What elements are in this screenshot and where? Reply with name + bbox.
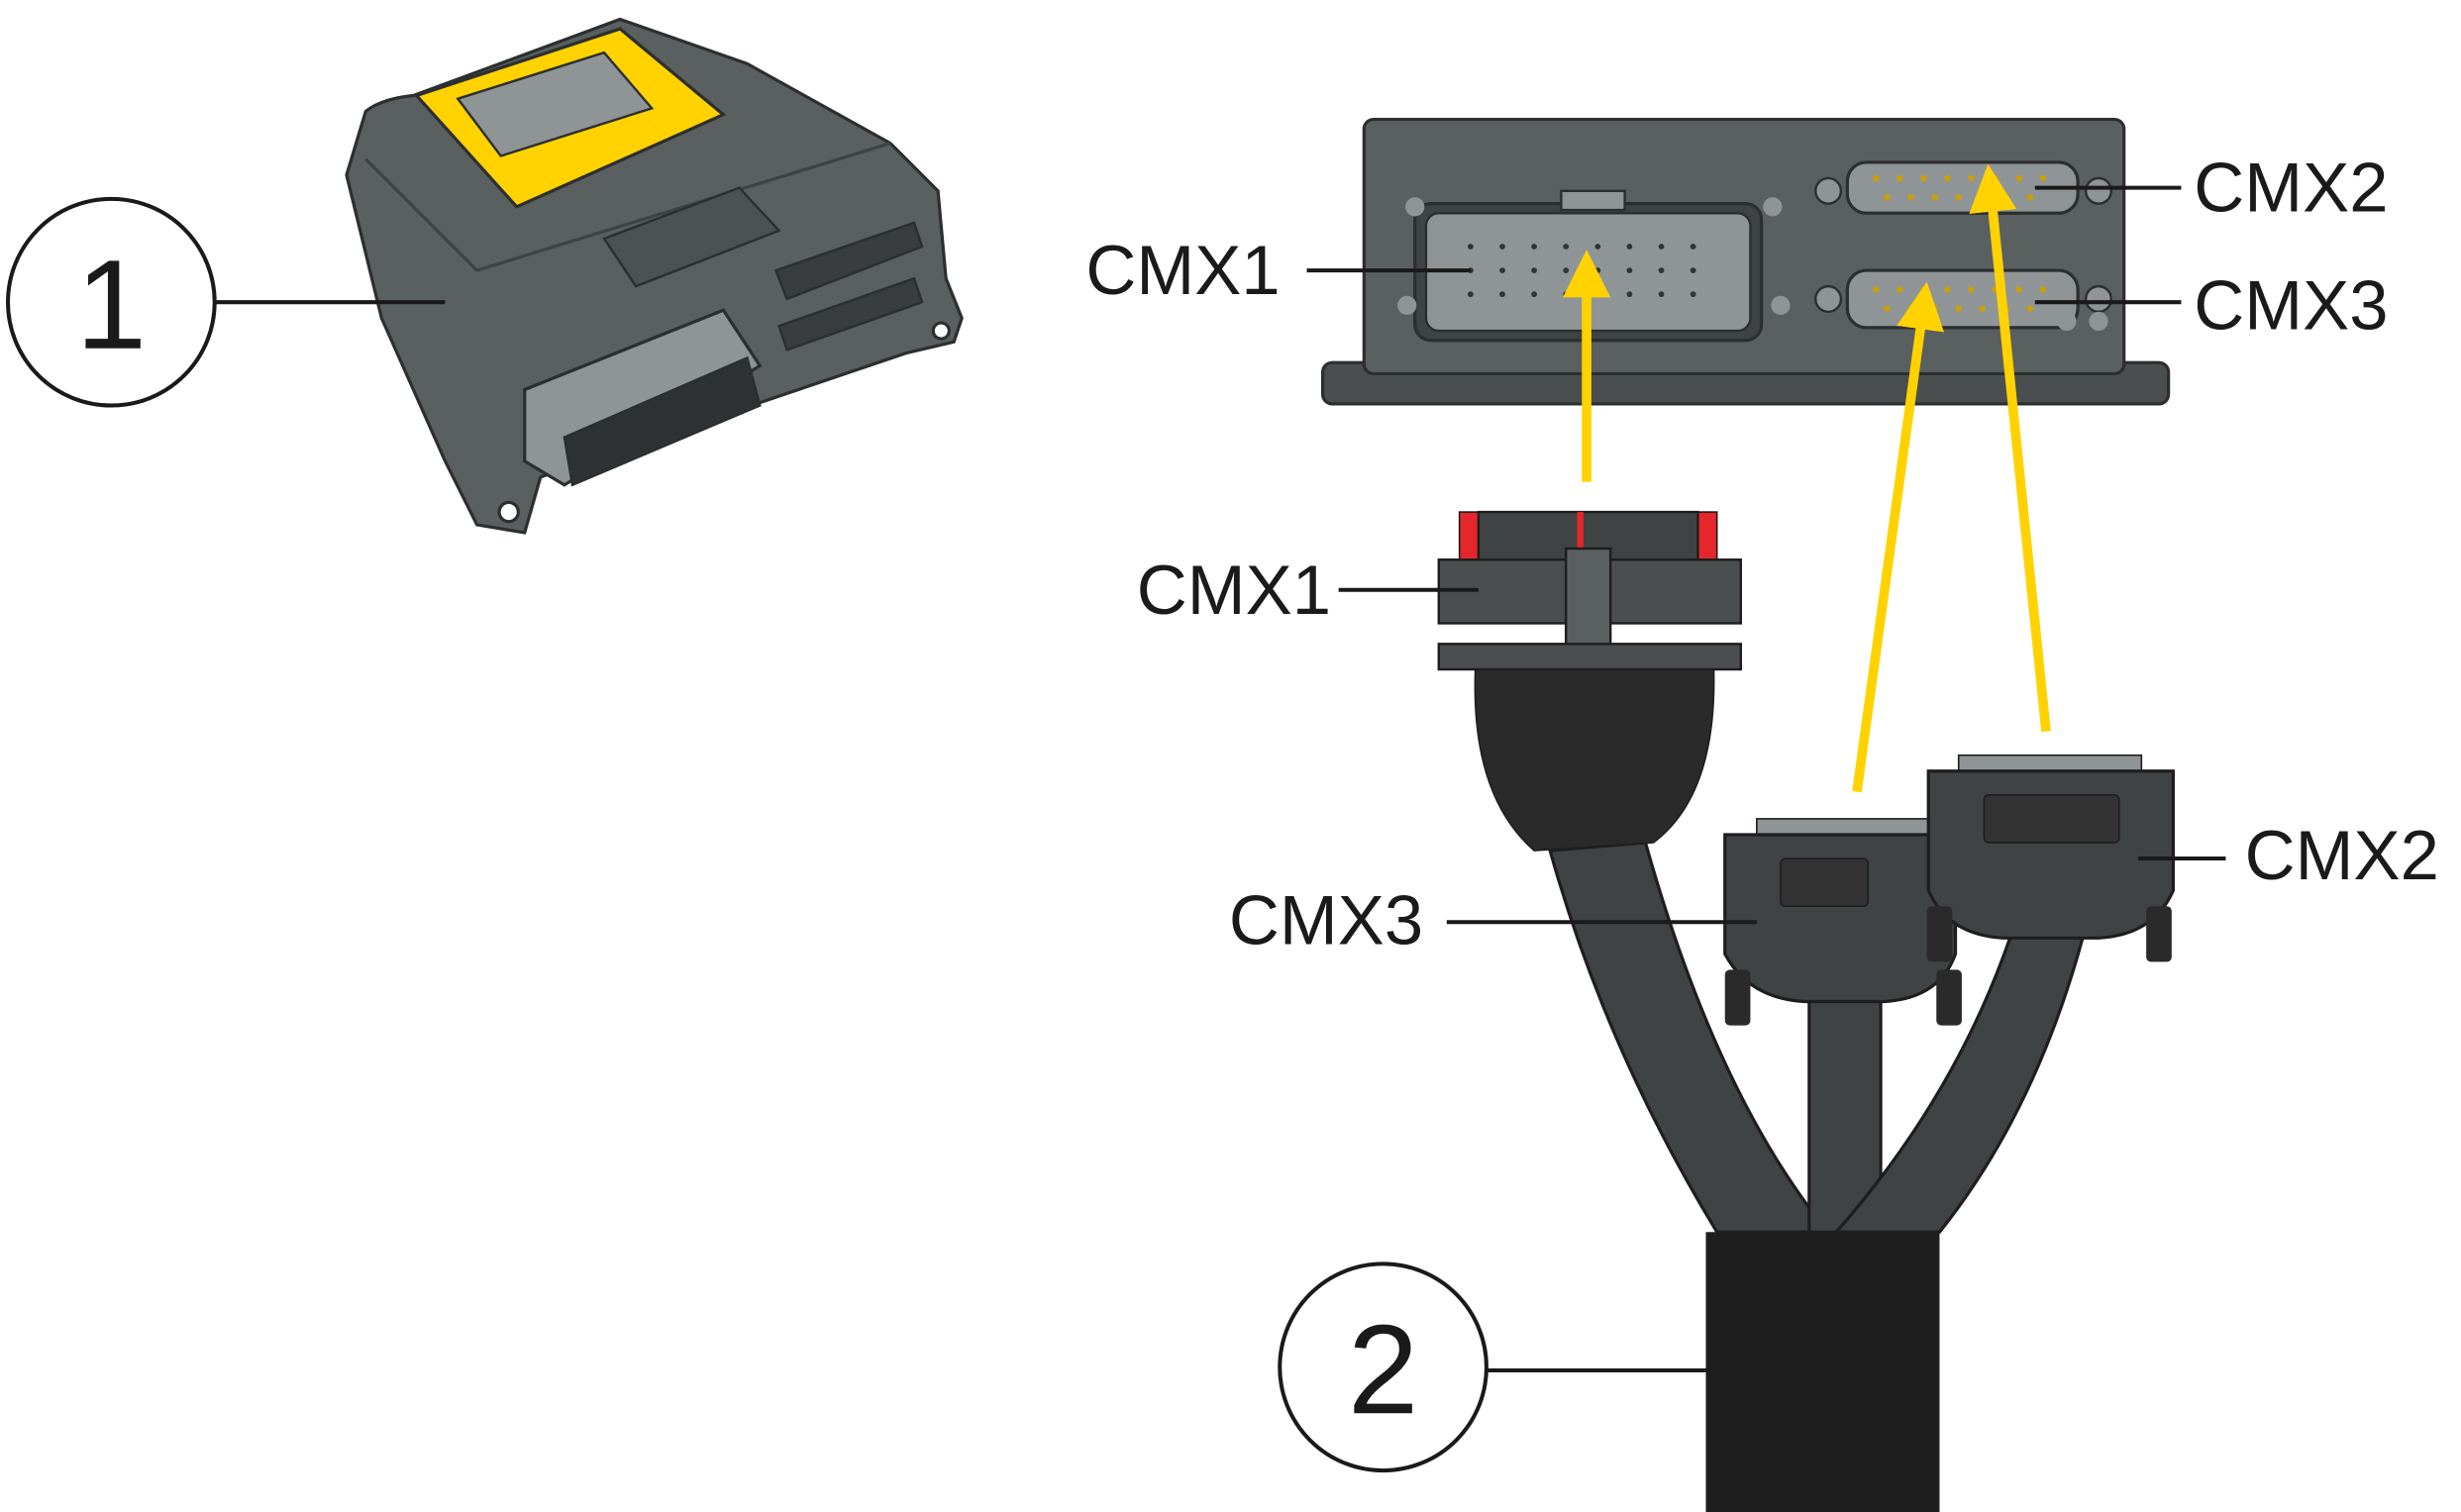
harness-cables bbox=[1548, 841, 2086, 1512]
control-unit-front bbox=[1321, 117, 2171, 406]
callout-2: 2 bbox=[1278, 1261, 1709, 1473]
ecu-cmx1-label: CMX1 bbox=[1085, 231, 1280, 309]
ecu-cmx2-label: CMX2 bbox=[2194, 149, 2388, 227]
harness-cmx2-connector bbox=[1926, 754, 2176, 962]
connection-arrows bbox=[1563, 163, 2051, 793]
arrow-cmx3 bbox=[1852, 281, 1944, 793]
callout-1: 1 bbox=[6, 196, 446, 408]
control-unit-iso bbox=[345, 17, 964, 535]
harness-cmx1-connector bbox=[1437, 510, 1743, 852]
callout-1-number: 1 bbox=[76, 235, 147, 376]
harness-cmx2-label: CMX2 bbox=[2245, 816, 2439, 894]
callout-2-number: 2 bbox=[1348, 1299, 1418, 1441]
harness-sleeve bbox=[1705, 1232, 1940, 1512]
arrow-cmx2 bbox=[1969, 163, 2051, 733]
harness-cmx3-label: CMX3 bbox=[1229, 881, 1423, 959]
ecu-cmx3-label: CMX3 bbox=[2194, 265, 2388, 344]
harness-cmx3-connector bbox=[1723, 818, 1962, 1026]
harness-cmx1-label: CMX1 bbox=[1137, 551, 1331, 629]
